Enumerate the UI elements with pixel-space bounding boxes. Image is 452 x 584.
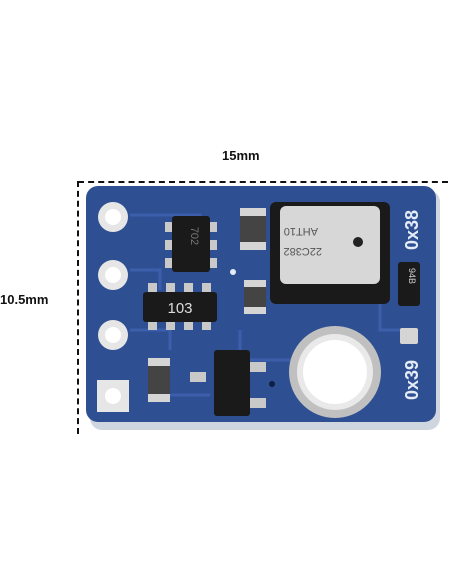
small-part-marking: 94B — [407, 268, 417, 284]
via-dot — [269, 381, 275, 387]
capacitors — [148, 208, 266, 402]
pin-hole-2-center — [105, 267, 121, 283]
height-dimension-label: 10.5mm — [0, 292, 49, 307]
transistor-body — [214, 350, 250, 416]
address-label-0x38: 0x38 — [402, 210, 422, 250]
address-label-0x39: 0x39 — [402, 360, 422, 400]
resistor-array: 103 — [143, 283, 217, 330]
pin-holes — [97, 202, 129, 412]
resistor-array-body — [143, 292, 217, 322]
capacitor-3 — [148, 358, 170, 402]
silk-dot — [230, 269, 236, 275]
pin-hole-4-center — [105, 388, 121, 404]
sensor-pinhole — [353, 237, 363, 247]
small-component: 94B — [398, 262, 420, 306]
sensor-marking-2: 22C382 — [283, 245, 322, 257]
resistor-marking: 103 — [167, 300, 192, 317]
regulator-chip: 702 — [165, 216, 217, 272]
capacitor-2 — [244, 280, 266, 314]
sensor-marking-1: AHT10 — [284, 225, 318, 237]
transistor — [190, 350, 266, 416]
width-dimension-label: 15mm — [222, 148, 260, 163]
height-dimension-line — [77, 181, 79, 434]
mounting-hole — [289, 326, 381, 418]
pin-hole-1-center — [105, 209, 121, 225]
capacitor-1 — [240, 208, 266, 250]
width-dimension-line — [78, 181, 448, 183]
sensor-cap — [280, 206, 380, 284]
aht10-sensor: AHT10 22C382 — [270, 202, 390, 304]
regulator-body — [172, 216, 210, 272]
pin-hole-3-center — [105, 327, 121, 343]
solder-pad — [400, 328, 418, 344]
regulator-marking: 702 — [188, 227, 200, 245]
